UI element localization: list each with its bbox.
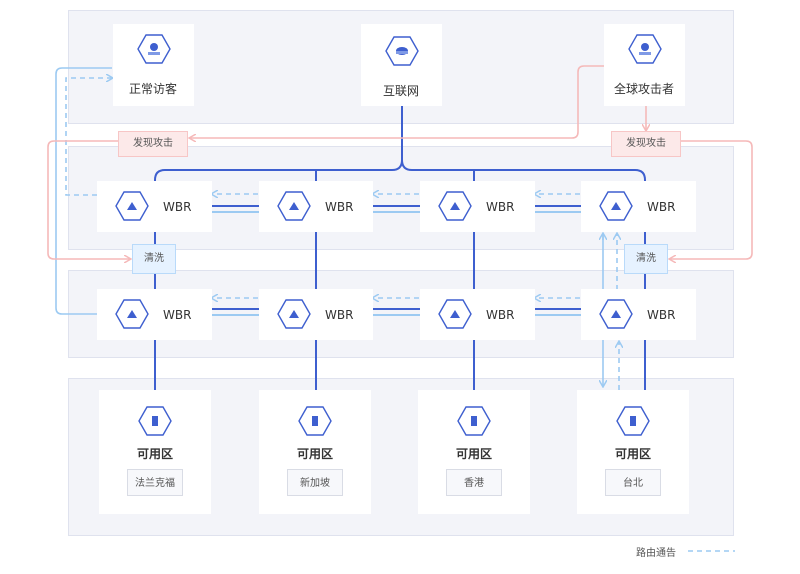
datacenter-icon <box>616 406 650 436</box>
wbr-label: WBR <box>647 200 676 214</box>
internet-label: 互联网 <box>383 84 420 98</box>
router-icon <box>277 299 311 329</box>
wbr-node[interactable]: WBR <box>420 289 535 340</box>
attack-detected-tag-left: 发现攻击 <box>118 131 188 157</box>
route-dashes <box>65 78 619 390</box>
internet-node[interactable]: 互联网 <box>361 24 442 106</box>
router-icon <box>115 299 149 329</box>
datacenter-icon <box>457 406 491 436</box>
availability-zone-card[interactable]: 可用区 新加坡 <box>259 390 371 514</box>
az-city-label: 台北 <box>605 469 661 496</box>
wbr-label: WBR <box>163 308 192 322</box>
availability-zone-card[interactable]: 可用区 台北 <box>577 390 689 514</box>
az-city-label: 法兰克福 <box>127 469 183 496</box>
wbr-node[interactable]: WBR <box>420 181 535 232</box>
wbr-label: WBR <box>325 308 354 322</box>
wbr-label: WBR <box>647 308 676 322</box>
availability-zone-card[interactable]: 可用区 香港 <box>418 390 530 514</box>
az-title: 可用区 <box>296 447 333 461</box>
wbr-node[interactable]: WBR <box>259 181 373 232</box>
attack-detected-tag-right: 发现攻击 <box>611 131 681 157</box>
availability-zone-card[interactable]: 可用区 法兰克福 <box>99 390 211 514</box>
wbr-node[interactable]: WBR <box>97 181 212 232</box>
global-attacker-node[interactable]: 全球攻击者 <box>604 24 685 106</box>
wbr-node[interactable]: WBR <box>259 289 373 340</box>
router-icon <box>438 299 472 329</box>
row2-links <box>212 308 581 316</box>
router-icon <box>438 191 472 221</box>
az-title: 可用区 <box>136 447 173 461</box>
attack-paths <box>47 65 753 259</box>
router-icon <box>277 191 311 221</box>
datacenter-icon <box>138 406 172 436</box>
wbr-label: WBR <box>163 200 192 214</box>
router-icon <box>599 191 633 221</box>
attacker-icon <box>628 34 662 64</box>
global-attacker-label: 全球攻击者 <box>614 82 675 96</box>
router-icon <box>599 299 633 329</box>
normal-visitor-node[interactable]: 正常访客 <box>113 24 194 106</box>
user-icon <box>137 34 171 64</box>
az-city-label: 香港 <box>446 469 502 496</box>
az-city-label: 新加坡 <box>287 469 343 496</box>
router-icon <box>115 191 149 221</box>
scrub-tag-left: 清洗 <box>132 244 176 274</box>
scrub-tag-right: 清洗 <box>624 244 668 274</box>
az-title: 可用区 <box>455 447 492 461</box>
legend-route-announcement: 路由通告 <box>636 548 676 559</box>
wbr-label: WBR <box>325 200 354 214</box>
datacenter-icon <box>298 406 332 436</box>
wbr-label: WBR <box>486 200 515 214</box>
wbr-node[interactable]: WBR <box>97 289 212 340</box>
vertical-links <box>154 232 646 390</box>
globe-icon <box>385 36 419 66</box>
row1-links <box>212 205 581 213</box>
internet-backbone <box>154 106 646 190</box>
wbr-label: WBR <box>486 308 515 322</box>
wbr-node[interactable]: WBR <box>581 181 696 232</box>
az-title: 可用区 <box>614 447 651 461</box>
wbr-node[interactable]: WBR <box>581 289 696 340</box>
normal-visitor-label: 正常访客 <box>129 82 178 96</box>
